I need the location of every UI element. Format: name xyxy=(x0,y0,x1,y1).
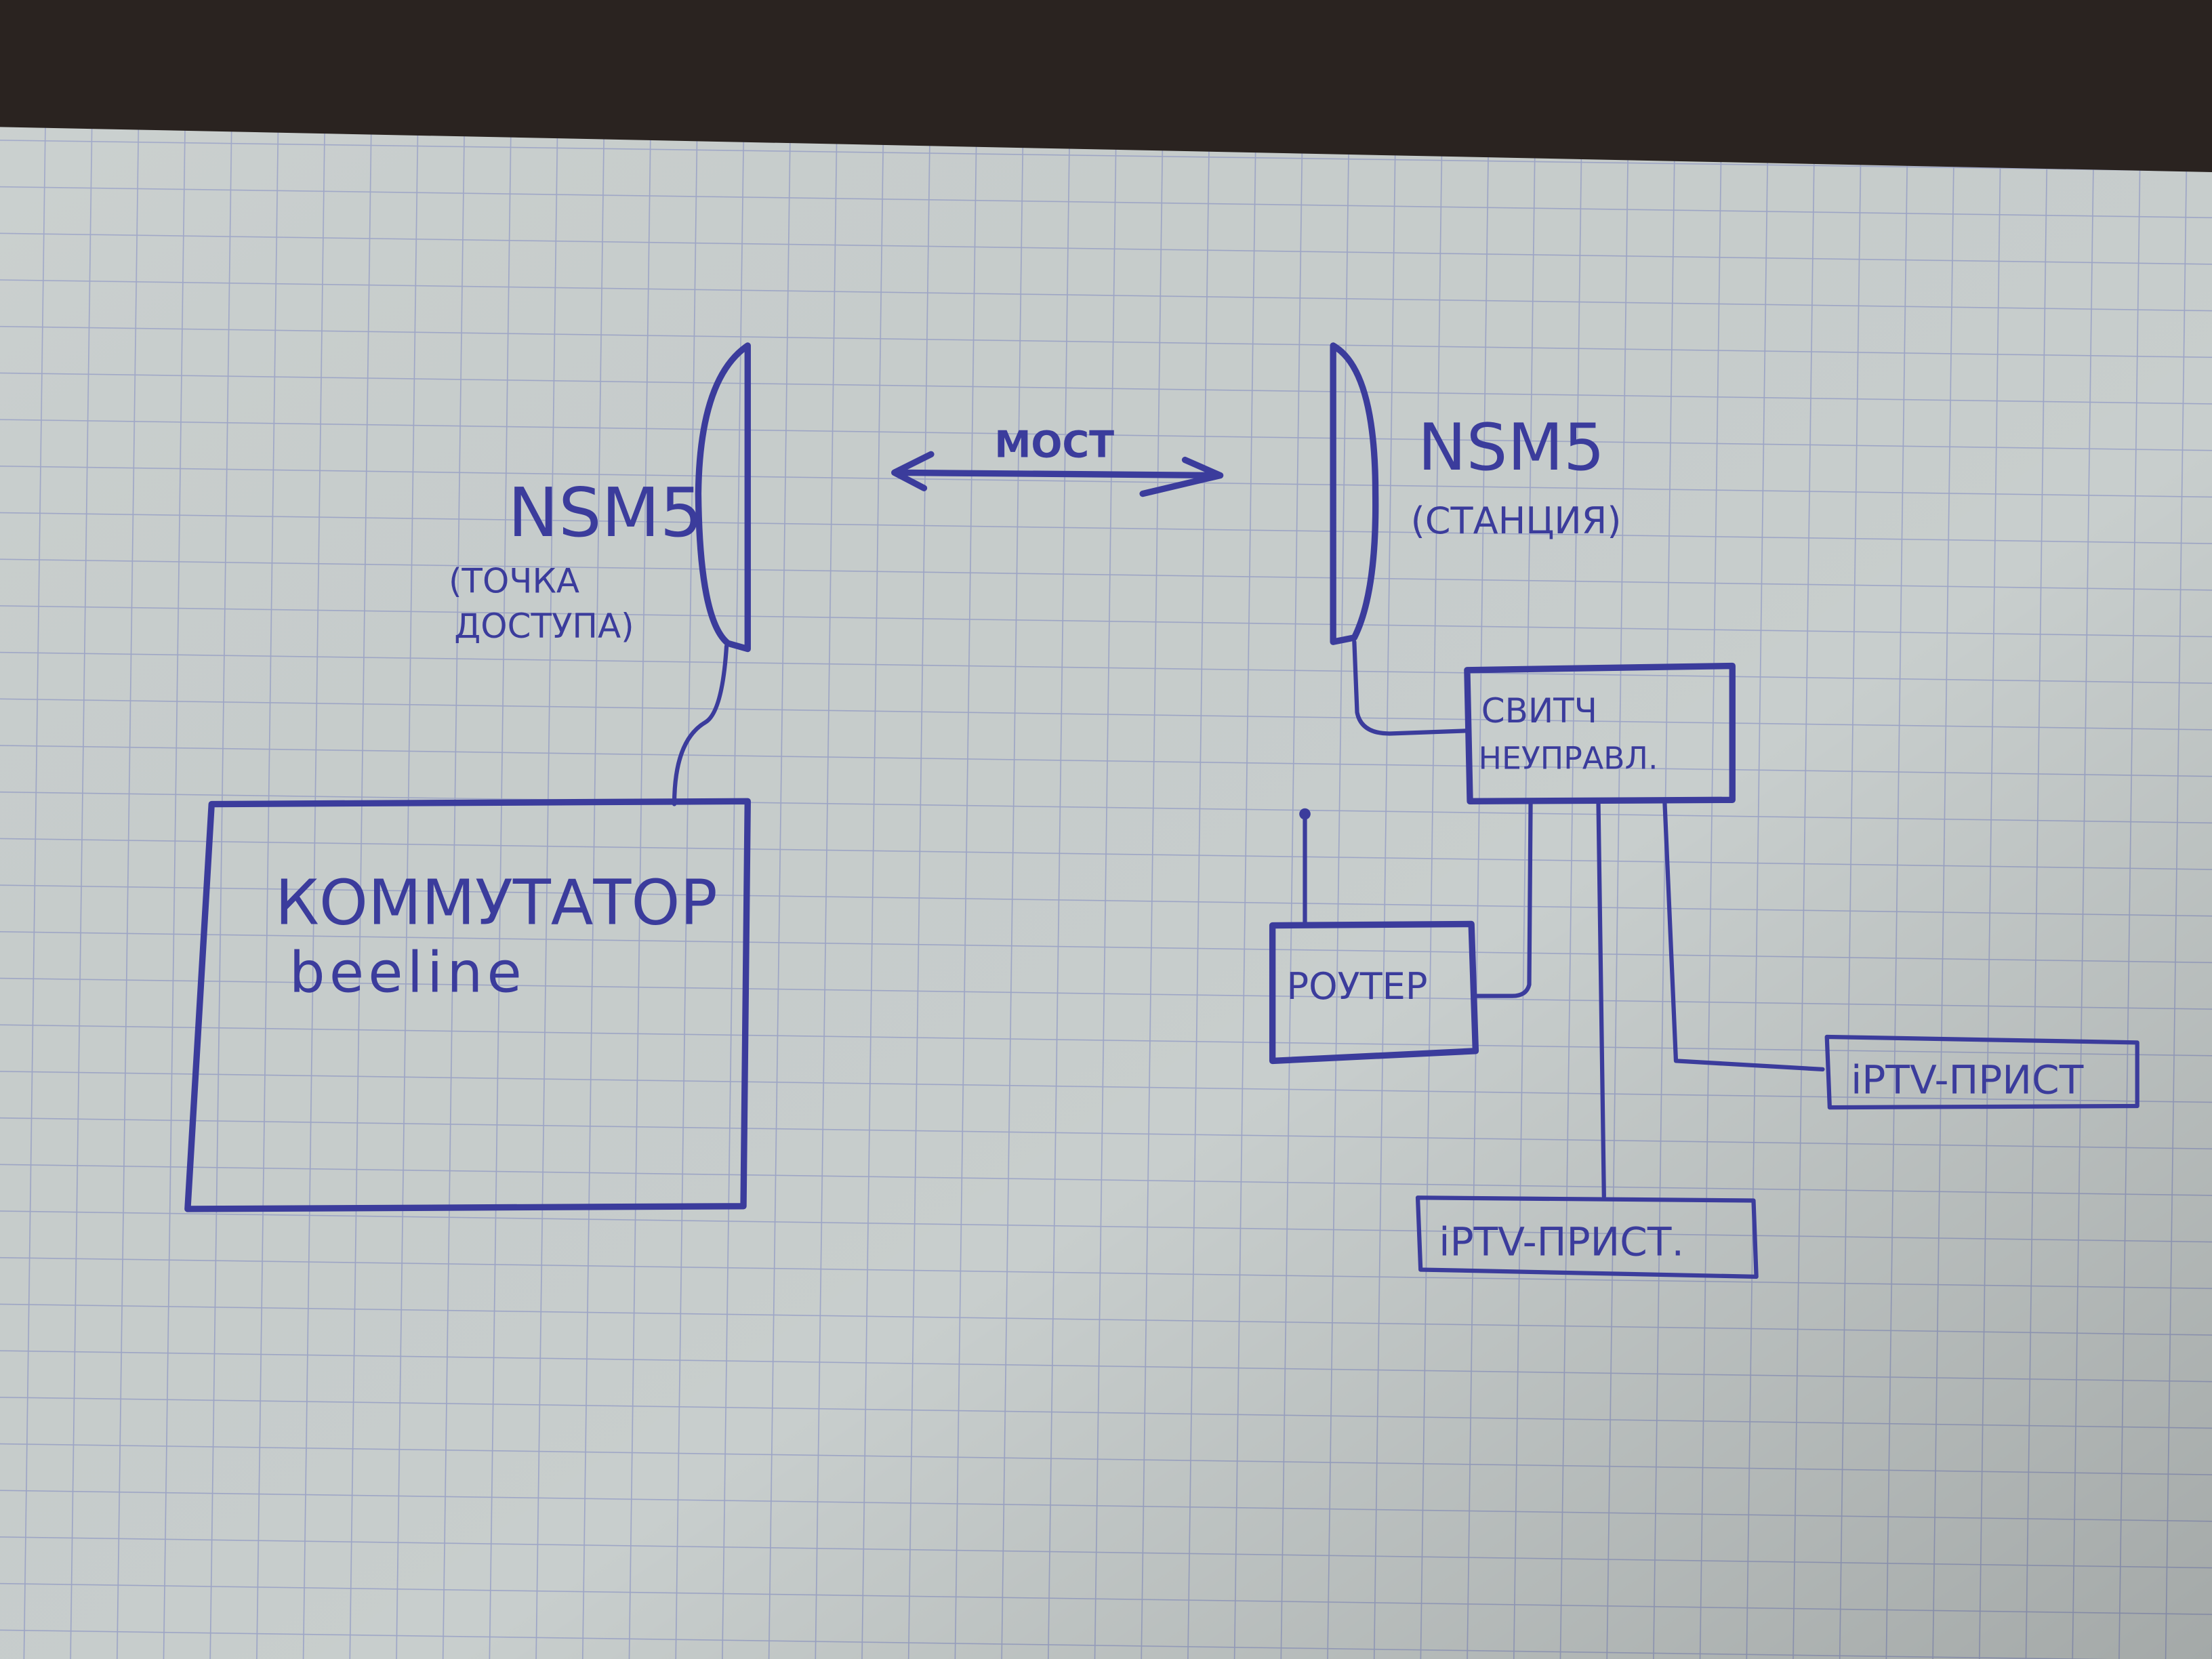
box-outline xyxy=(1464,662,1736,805)
iptv-right-box: iPTV-ПРИСТ xyxy=(1824,1034,2139,1110)
bridge-link: МОСТ xyxy=(891,423,1224,497)
antenna-cable xyxy=(1352,640,1470,736)
isp-switch-title: КОММУТАТОР xyxy=(275,866,718,939)
iptv-bottom-label: iPTV-ПРИСТ. xyxy=(1439,1219,1684,1265)
router-cable xyxy=(1473,799,1533,998)
antenna-cable xyxy=(672,644,729,806)
iptv-right-label: iPTV-ПРИСТ xyxy=(1851,1057,2084,1103)
switch-line1: СВИТЧ xyxy=(1481,691,1597,731)
box-outline xyxy=(1415,1195,1759,1279)
right-antenna-model: NSM5 xyxy=(1418,409,1605,485)
router-antenna-tip xyxy=(1299,808,1311,820)
box-outline xyxy=(1824,1034,2139,1110)
antenna-dish-icon xyxy=(1330,342,1379,645)
switch-line2: НЕУПРАВЛ. xyxy=(1479,739,1658,776)
iptv-right-cable xyxy=(1662,799,1825,1071)
router-label: РОУТЕР xyxy=(1286,965,1427,1008)
iptv-bottom-cable xyxy=(1596,799,1606,1199)
iptv-bottom-box: iPTV-ПРИСТ. xyxy=(1415,1195,1759,1279)
left-antenna-model: NSM5 xyxy=(508,473,703,552)
right-antenna-role: (СТАНЦИЯ) xyxy=(1411,499,1622,542)
box-outline xyxy=(184,798,751,1212)
left-antenna-role-line2: ДОСТУПА) xyxy=(454,607,634,646)
left-antenna-role-line1: (ТОЧКА xyxy=(449,561,579,600)
router-box: РОУТЕР xyxy=(1269,799,1533,1065)
right-antenna: NSM5 (СТАНЦИЯ) xyxy=(1330,342,1622,736)
left-antenna: NSM5 (ТОЧКА ДОСТУПА) xyxy=(449,342,751,806)
double-arrow-icon xyxy=(891,451,1224,497)
antenna-dish-icon xyxy=(695,342,751,653)
isp-switch-box: КОММУТАТОР beeline xyxy=(184,798,751,1212)
isp-switch-brand: beeline xyxy=(289,939,526,1005)
bridge-label: МОСТ xyxy=(995,423,1115,466)
box-outline xyxy=(1269,920,1479,1065)
unmanaged-switch-box: СВИТЧ НЕУПРАВЛ. xyxy=(1464,662,1736,805)
